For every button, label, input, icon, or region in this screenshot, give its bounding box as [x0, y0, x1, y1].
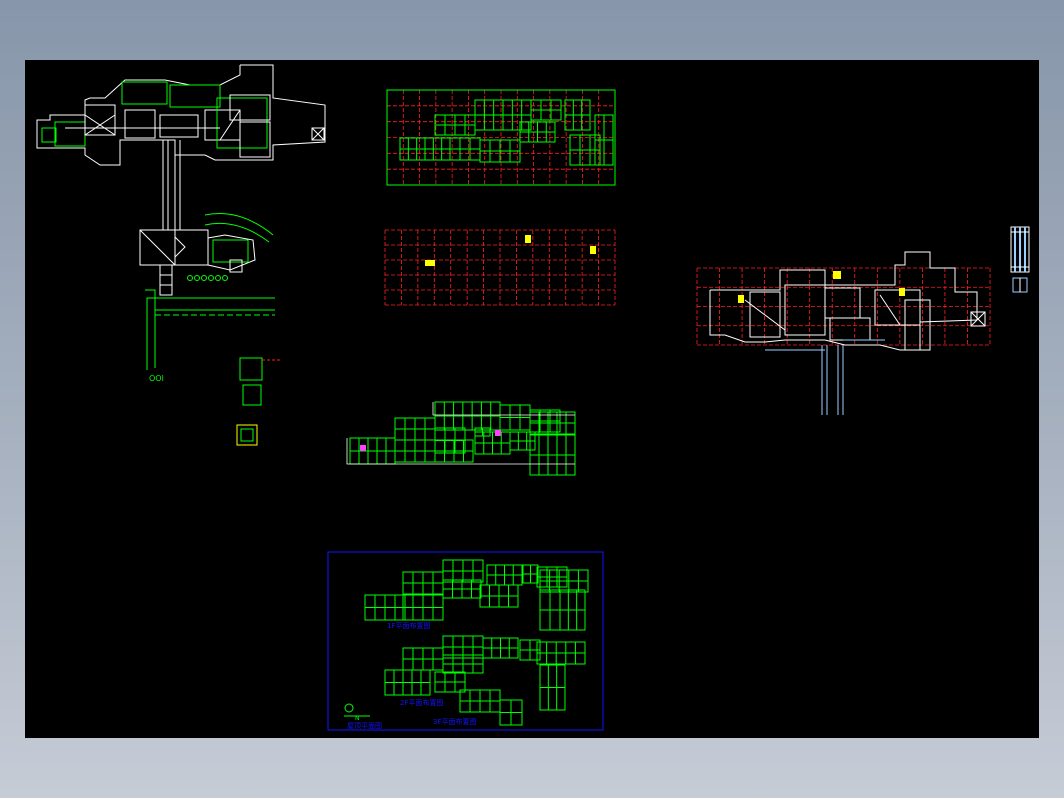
- right-site-plan[interactable]: [696, 251, 991, 415]
- site-plan[interactable]: OOl: [36, 64, 326, 446]
- caption-roof: 屋顶平面图: [347, 722, 382, 730]
- caption-1f: 1F平面布置图: [387, 621, 430, 630]
- north-arrow-icon: N: [344, 703, 370, 722]
- caption-2f: 2F平面布置图: [400, 698, 443, 707]
- layout-sheet[interactable]: 1F平面布置图 2F平面布置图 3F平面布置图 屋顶平面图 N: [327, 551, 604, 731]
- caption-3f: 3F平面布置图: [433, 717, 476, 726]
- site-plan-note: OOl: [149, 374, 164, 383]
- floor-plan-1[interactable]: [386, 89, 616, 186]
- detail-elevation[interactable]: [1010, 226, 1030, 293]
- floor-plan-2[interactable]: [346, 401, 576, 476]
- grid-plan[interactable]: [384, 229, 616, 306]
- cad-model-space[interactable]: OOl: [25, 60, 1039, 738]
- north-mark: N: [355, 715, 360, 722]
- drawing-canvas[interactable]: OOl: [25, 60, 1039, 738]
